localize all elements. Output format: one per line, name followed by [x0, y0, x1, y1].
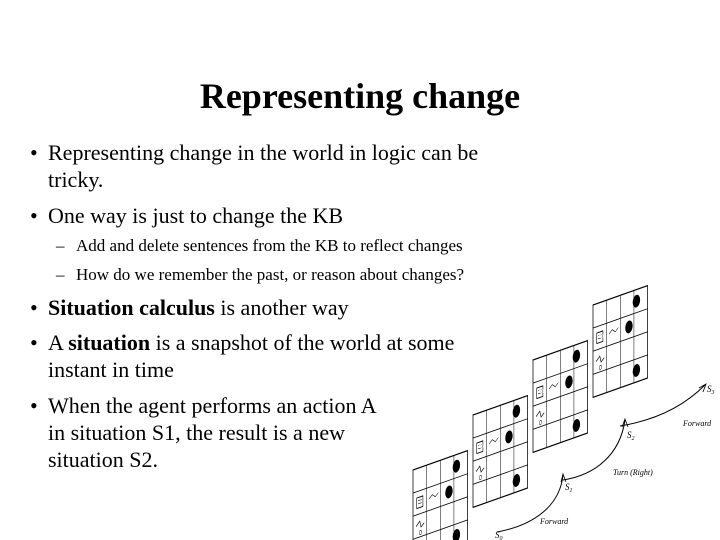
action-label-forward-1: Forward	[539, 517, 569, 526]
bullet-4-line-1: A situation is a snapshot of the world a…	[48, 329, 454, 356]
situation-label-s0: S0	[495, 530, 503, 540]
bullet-5-line-3: situation S2.	[48, 447, 159, 472]
bullet-5-line-1: When the agent performs an action A	[48, 393, 377, 418]
arrow-head	[698, 383, 707, 393]
bullet-2-line-1: One way is just to change the KB	[48, 203, 344, 228]
bullet-3-bold: Situation calculus	[48, 295, 215, 320]
sub-bullet-1-text: Add and delete sentences from the KB to …	[76, 236, 463, 255]
grid-s1	[472, 394, 529, 509]
grid-s3	[592, 284, 649, 399]
bullet-4-bold: situation	[68, 330, 151, 355]
bullet-4-rest: is a snapshot of the world at some	[150, 330, 455, 355]
bullet-mark: •	[30, 140, 38, 165]
situation-label-s3: S3	[707, 384, 715, 396]
bullet-1-line-2: tricky.	[48, 167, 104, 192]
bullet-3: • Situation calculus is another way	[30, 294, 500, 321]
situation-diagram: PIT PIT PIT PIT S0 S1 S2 S3 Forward Turn…	[412, 284, 715, 540]
bullet-5: • When the agent performs an action A in…	[30, 392, 410, 473]
pit-label: PIT	[597, 335, 606, 340]
action-label-forward-2: Forward	[682, 419, 712, 428]
bullet-mark: •	[30, 393, 38, 418]
bullet-4-line-2: instant in time	[48, 357, 174, 382]
transition-arrow	[496, 474, 564, 533]
pit-label: PIT	[537, 390, 546, 395]
grid-s2	[532, 339, 589, 454]
situation-label-s1: S1	[565, 482, 573, 494]
sub-bullet-2-text: How do we remember the past, or reason a…	[76, 265, 465, 284]
bullet-1: • Representing change in the world in lo…	[30, 139, 550, 193]
bullet-3-rest: is another way	[214, 295, 349, 320]
bullet-mark: •	[30, 330, 38, 355]
bullet-2: • One way is just to change the KB	[30, 202, 550, 229]
bullet-3-text: Situation calculus is another way	[48, 294, 349, 321]
action-label-turn-right: Turn (Right)	[613, 468, 653, 477]
pit-label: PIT	[477, 445, 486, 450]
grid-s0	[412, 449, 469, 540]
transition-arrow	[619, 384, 706, 427]
dash-mark: –	[56, 236, 65, 255]
bullet-4: • A situation is a snapshot of the world…	[30, 329, 500, 383]
bullet-mark: •	[30, 203, 38, 228]
bullet-4-pre: A	[48, 330, 69, 355]
slide-title: Representing change	[199, 76, 521, 116]
bullet-mark: •	[30, 295, 38, 320]
situation-label-s2: S2	[627, 430, 635, 442]
pit-label: PIT	[697, 303, 706, 308]
transition-arrow	[562, 419, 626, 481]
bullet-5-line-2: in situation S1, the result is a new	[48, 420, 345, 445]
bullet-1-line-1: Representing change in the world in logi…	[48, 140, 479, 165]
dash-mark: –	[56, 265, 65, 284]
